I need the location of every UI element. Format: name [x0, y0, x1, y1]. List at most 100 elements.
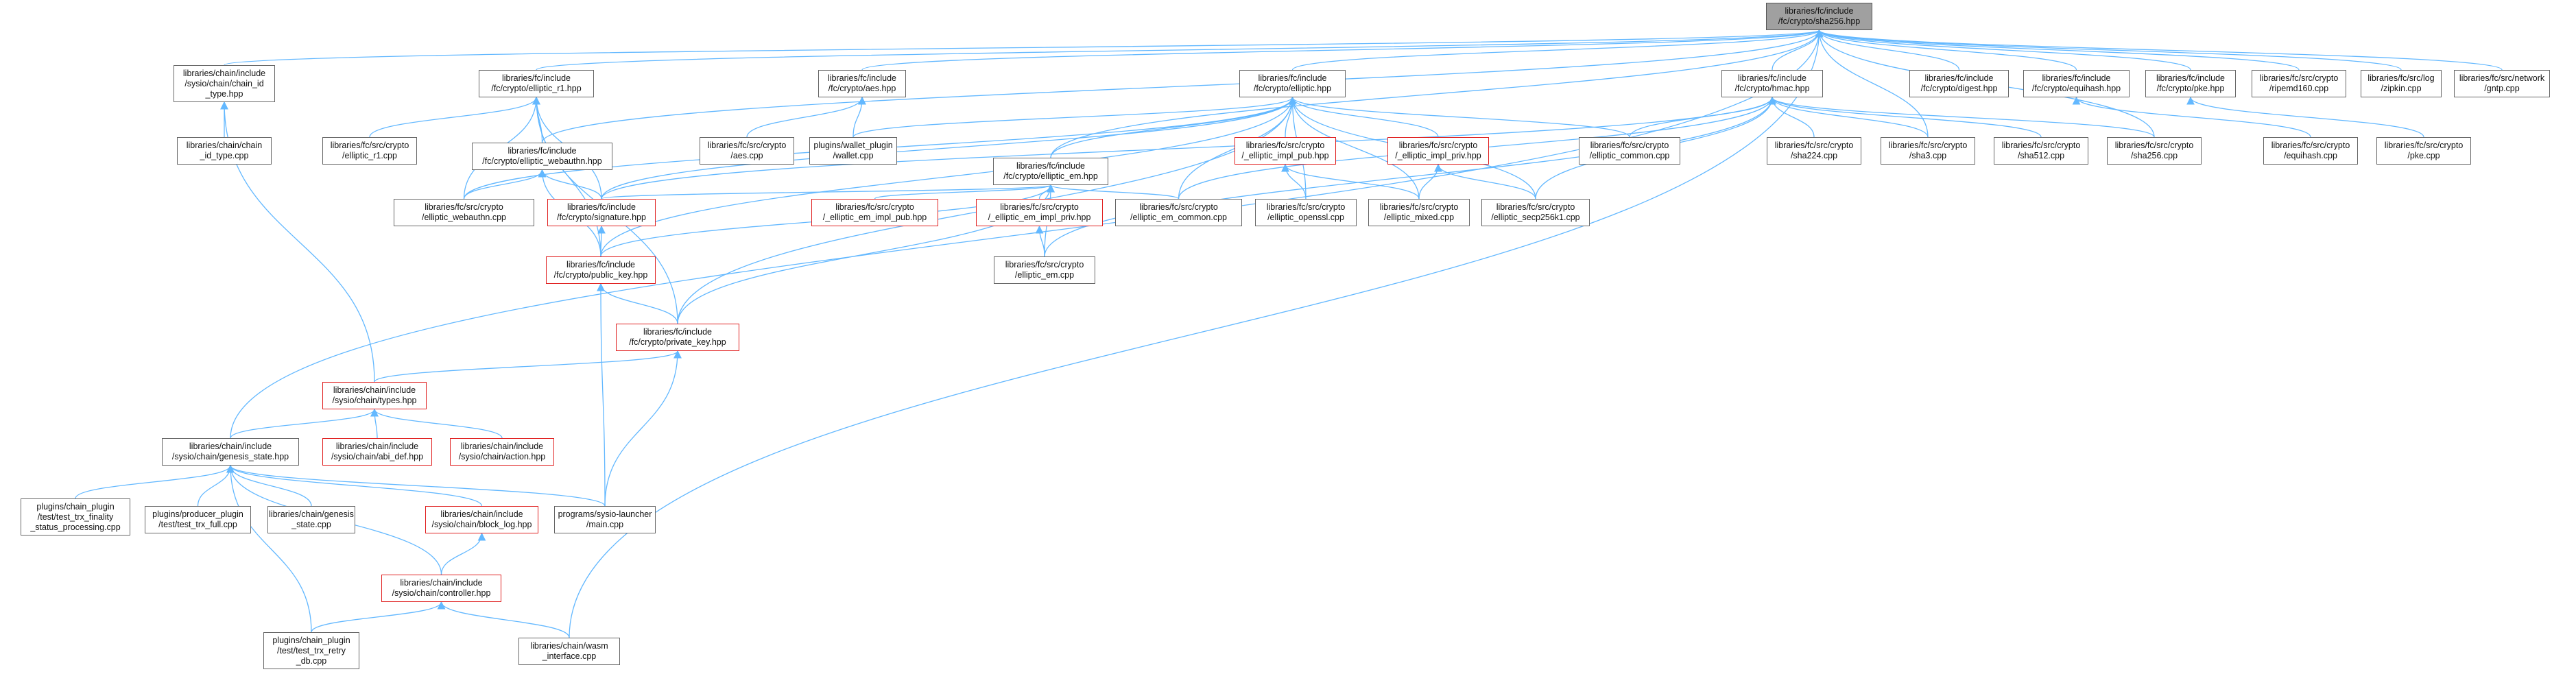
node-label-line: /equihash.cpp — [2284, 151, 2337, 160]
node-ripemd160-cpp[interactable]: libraries/fc/src/crypto/ripemd160.cpp — [2252, 70, 2346, 97]
node-label-line: /fc/crypto/aes.hpp — [828, 84, 896, 93]
edge-types-hpp-to-private-key-hpp — [374, 350, 682, 383]
node-label-line: libraries/fc/src/crypto — [1590, 141, 1669, 150]
edge-launcher-main-cpp-to-genesis-state-hpp — [226, 464, 606, 507]
edge-chain-id-type-hpp-to-sha256-hpp — [224, 29, 1823, 66]
node-elliptic-hpp[interactable]: libraries/fc/include/fc/crypto/elliptic.… — [1239, 70, 1346, 97]
edge-gntp-cpp-to-sha256-hpp — [1815, 29, 2503, 71]
node-label-line: libraries/chain/chain — [186, 141, 263, 150]
node-elliptic-webauthn-cpp[interactable]: libraries/fc/src/crypto/elliptic_webauth… — [394, 199, 534, 226]
node-elliptic-openssl-cpp[interactable]: libraries/fc/src/crypto/elliptic_openssl… — [1255, 199, 1357, 226]
edge-digest-hpp-to-sha256-hpp — [1815, 29, 1960, 71]
node-label-line: /test/test_trx_retry — [276, 645, 346, 655]
node-test-trx-full-cpp[interactable]: plugins/producer_plugin/test/test_trx_fu… — [145, 506, 251, 533]
node-test-trx-finality-cpp[interactable]: plugins/chain_plugin/test/test_trx_final… — [21, 498, 130, 535]
node-wallet-cpp[interactable]: plugins/wallet_plugin/wallet.cpp — [809, 137, 897, 165]
edge-elliptic-impl-priv-hpp-to-elliptic-hpp — [1288, 96, 1439, 138]
node-aes-hpp[interactable]: libraries/fc/include/fc/crypto/aes.hpp — [818, 70, 906, 97]
node-elliptic-em-hpp[interactable]: libraries/fc/include/fc/crypto/elliptic_… — [993, 158, 1108, 185]
edge-elliptic-em-common-cpp-to-elliptic-em-hpp — [1047, 184, 1180, 200]
edge-elliptic-em-cpp-to-elliptic-em-impl-priv-hpp — [1035, 225, 1045, 257]
node-label-line: libraries/chain/include — [460, 442, 544, 451]
node-action-hpp[interactable]: libraries/chain/include/sysio/chain/acti… — [450, 438, 554, 466]
node-label-line: /fc/crypto/elliptic_r1.hpp — [491, 84, 582, 93]
node-label-line: libraries/fc/src/crypto — [330, 141, 409, 150]
node-elliptic-em-impl-priv-hpp[interactable]: libraries/fc/src/crypto/_elliptic_em_imp… — [976, 199, 1103, 226]
node-hmac-hpp[interactable]: libraries/fc/include/fc/crypto/hmac.hpp — [1721, 70, 1823, 97]
edge-launcher-main-cpp-to-public-key-hpp — [597, 282, 606, 507]
node-genesis-state-cpp[interactable]: libraries/chain/genesis_state.cpp — [267, 506, 355, 533]
edge-public-key-hpp-to-elliptic-hpp — [600, 96, 1297, 257]
edge-genesis-state-hpp-to-types-hpp — [230, 408, 379, 439]
node-elliptic-mixed-cpp[interactable]: libraries/fc/src/crypto/elliptic_mixed.c… — [1368, 199, 1470, 226]
node-elliptic-em-cpp[interactable]: libraries/fc/src/crypto/elliptic_em.cpp — [994, 256, 1095, 284]
node-block-log-hpp[interactable]: libraries/chain/include/sysio/chain/bloc… — [425, 506, 538, 533]
node-sha3-cpp[interactable]: libraries/fc/src/crypto/sha3.cpp — [1881, 137, 1975, 165]
edge-sha3-cpp-to-hmac-hpp — [1768, 96, 1929, 138]
edge-elliptic-common-cpp-to-elliptic-hpp — [1288, 96, 1630, 138]
edge-signature-hpp-to-hmac-hpp — [601, 96, 1776, 200]
node-launcher-main-cpp[interactable]: programs/sysio-launcher/main.cpp — [554, 506, 656, 533]
node-elliptic-impl-priv-hpp[interactable]: libraries/fc/src/crypto/_elliptic_impl_p… — [1387, 137, 1489, 165]
node-elliptic-r1-hpp[interactable]: libraries/fc/include/fc/crypto/elliptic_… — [479, 70, 594, 97]
node-types-hpp[interactable]: libraries/chain/include/sysio/chain/type… — [322, 382, 427, 409]
node-chain-id-type-hpp[interactable]: libraries/chain/include/sysio/chain/chai… — [174, 65, 275, 102]
node-elliptic-common-cpp[interactable]: libraries/fc/src/crypto/elliptic_common.… — [1579, 137, 1680, 165]
edge-elliptic-hpp-to-sha256-hpp — [1291, 29, 1824, 71]
node-private-key-hpp[interactable]: libraries/fc/include/fc/crypto/private_k… — [616, 324, 739, 351]
node-public-key-hpp[interactable]: libraries/fc/include/fc/crypto/public_ke… — [546, 256, 656, 284]
node-label-line: /zipkin.cpp — [2381, 84, 2422, 93]
node-label-line: plugins/producer_plugin — [152, 509, 243, 519]
node-sha512-cpp[interactable]: libraries/fc/src/crypto/sha512.cpp — [1994, 137, 2088, 165]
node-elliptic-webauthn-hpp[interactable]: libraries/fc/include/fc/crypto/elliptic_… — [472, 143, 612, 170]
node-label-line: libraries/chain/wasm — [530, 641, 608, 651]
node-label-line: /elliptic_common.cpp — [1589, 151, 1670, 160]
node-equihash-hpp[interactable]: libraries/fc/include/fc/crypto/equihash.… — [2023, 70, 2130, 97]
node-signature-hpp[interactable]: libraries/fc/include/fc/crypto/signature… — [547, 199, 656, 226]
node-label-line: libraries/fc/include — [508, 146, 577, 156]
node-label-line: libraries/fc/include — [1737, 73, 1807, 83]
node-wasm-interface-cpp[interactable]: libraries/chain/wasm_interface.cpp — [518, 638, 620, 665]
node-aes-cpp[interactable]: libraries/fc/src/crypto/aes.cpp — [700, 137, 794, 165]
node-pke-cpp[interactable]: libraries/fc/src/crypto/pke.cpp — [2376, 137, 2471, 165]
node-label-line: /fc/crypto/digest.hpp — [1920, 84, 1998, 93]
node-label-line: /fc/crypto/signature.hpp — [557, 213, 646, 222]
node-label-line: _type.hpp — [205, 88, 243, 99]
node-digest-hpp[interactable]: libraries/fc/include/fc/crypto/digest.hp… — [1909, 70, 2009, 97]
node-label-line: /sysio/chain/chain_id — [184, 78, 264, 88]
node-controller-hpp[interactable]: libraries/chain/include/sysio/chain/cont… — [381, 575, 501, 602]
node-label-line: libraries/fc/include — [827, 73, 897, 83]
node-sha256-hpp[interactable]: libraries/fc/include/fc/crypto/sha256.hp… — [1766, 3, 1872, 30]
edge-equihash-cpp-to-equihash-hpp — [2072, 96, 2311, 138]
edge-controller-hpp-to-block-log-hpp — [440, 532, 486, 575]
node-elliptic-em-common-cpp[interactable]: libraries/fc/src/crypto/elliptic_em_comm… — [1115, 199, 1242, 226]
node-label-line: /elliptic_webauthn.cpp — [422, 213, 506, 222]
node-sha224-cpp[interactable]: libraries/fc/src/crypto/sha224.cpp — [1767, 137, 1861, 165]
node-test-trx-retry-db-cpp[interactable]: plugins/chain_plugin/test/test_trx_retry… — [263, 632, 359, 669]
node-abi-def-hpp[interactable]: libraries/chain/include/sysio/chain/abi_… — [322, 438, 432, 466]
node-label-line: libraries/fc/src/crypto — [2259, 73, 2339, 83]
edge-elliptic-mixed-cpp-to-elliptic-hpp — [1288, 96, 1420, 200]
node-elliptic-impl-pub-hpp[interactable]: libraries/fc/src/crypto/_elliptic_impl_p… — [1235, 137, 1336, 165]
node-elliptic-r1-cpp[interactable]: libraries/fc/src/crypto/elliptic_r1.cpp — [322, 137, 417, 165]
node-gntp-cpp[interactable]: libraries/fc/src/network/gntp.cpp — [2454, 70, 2550, 97]
node-zipkin-cpp[interactable]: libraries/fc/src/log/zipkin.cpp — [2361, 70, 2442, 97]
node-label-line: libraries/fc/include — [1258, 73, 1327, 83]
node-pke-hpp[interactable]: libraries/fc/include/fc/crypto/pke.hpp — [2145, 70, 2236, 97]
node-label-line: /fc/crypto/pke.hpp — [2156, 84, 2225, 93]
node-elliptic-secp256k1-cpp[interactable]: libraries/fc/src/crypto/elliptic_secp256… — [1481, 199, 1590, 226]
node-label-line: libraries/fc/src/crypto — [1379, 202, 1459, 212]
node-elliptic-em-impl-pub-hpp[interactable]: libraries/fc/src/crypto/_elliptic_em_imp… — [811, 199, 938, 226]
edge-test-trx-finality-cpp-to-genesis-state-hpp — [75, 464, 235, 499]
node-label-line: libraries/fc/src/crypto — [2271, 141, 2350, 150]
node-label-line: libraries/chain/include — [400, 578, 483, 588]
node-label-line: /fc/crypto/hmac.hpp — [1734, 84, 1810, 93]
node-chain-id-type-cpp[interactable]: libraries/chain/chain_id_type.cpp — [177, 137, 272, 165]
node-label-line: /ripemd160.cpp — [2269, 84, 2329, 93]
node-equihash-cpp[interactable]: libraries/fc/src/crypto/equihash.cpp — [2263, 137, 2358, 165]
edge-ripemd160-cpp-to-sha256-hpp — [1815, 29, 2300, 71]
node-genesis-state-hpp[interactable]: libraries/chain/include/sysio/chain/gene… — [162, 438, 299, 466]
node-label-line: _id_type.cpp — [200, 151, 249, 160]
node-label-line: /sha256.cpp — [2130, 151, 2178, 160]
node-sha256-cpp[interactable]: libraries/fc/src/crypto/sha256.cpp — [2107, 137, 2202, 165]
